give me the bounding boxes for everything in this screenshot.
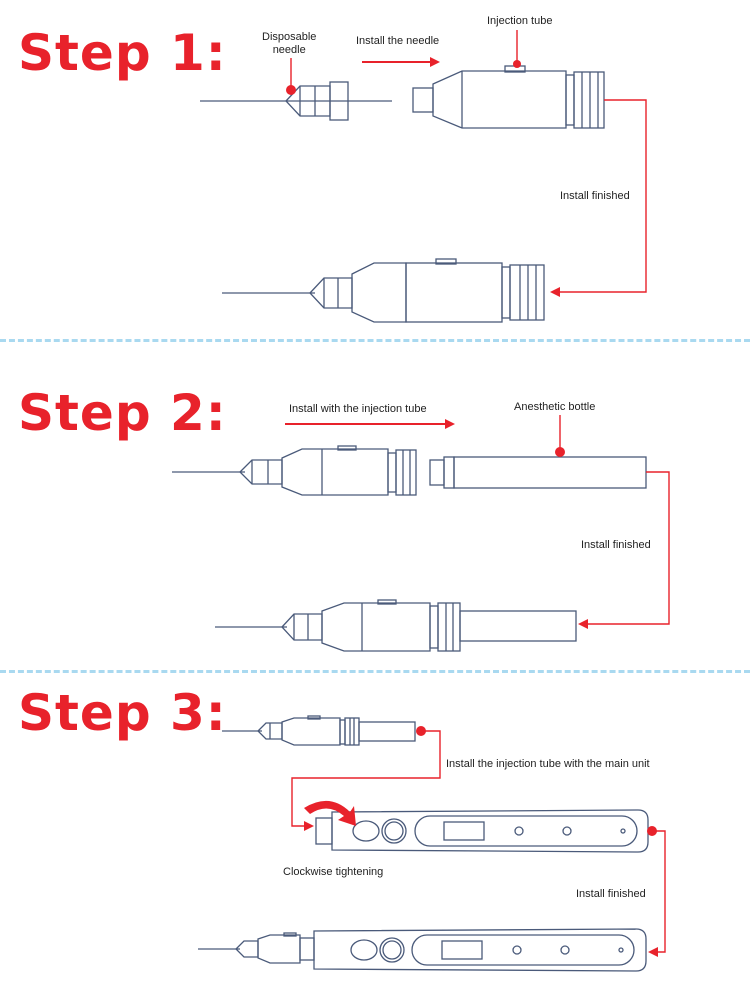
main-unit-icon [315,809,649,853]
install-needle-label: Install the needle [356,35,440,47]
install-finished-label: Install finished [576,888,646,900]
assembled-tube-icon [222,258,545,323]
install-finished-label: Install finished [560,190,630,202]
injection-assembly-icon [222,715,416,746]
assembled-full-tube-icon [215,599,577,652]
step-3-title: Step 3: [18,684,227,742]
assembled-tube-icon [172,445,417,496]
pointer-dot [647,826,657,836]
step-1-title: Step 1: [18,24,227,82]
disposable-needle-label: Disposable needle [262,31,317,56]
disposable-needle-icon [200,81,392,121]
section-divider [0,339,750,342]
finished-arrow [578,471,670,629]
pointer-dot [513,60,521,68]
pointer-dot [555,447,565,457]
install-finished-label: Install finished [581,539,651,551]
injection-tube-icon [412,65,605,129]
clockwise-tightening-label: Clockwise tightening [283,866,384,878]
section-divider [0,670,750,673]
assembled-device-icon [198,928,647,972]
injection-tube-label: Injection tube [487,15,553,27]
pointer-dot [286,85,296,95]
anesthetic-bottle-label: Anesthetic bottle [514,401,596,413]
finished-arrow [648,830,666,957]
anesthetic-bottle-icon [429,456,647,489]
install-with-tube-label: Install with the injection tube [289,403,427,415]
finished-arrow [550,99,647,297]
step-2-title: Step 2: [18,384,227,442]
clockwise-arrow-icon [304,800,356,826]
pointer-dot [416,726,426,736]
install-with-main-unit-label: Install the injection tube with the main… [446,758,650,770]
install-arrow [291,730,441,831]
